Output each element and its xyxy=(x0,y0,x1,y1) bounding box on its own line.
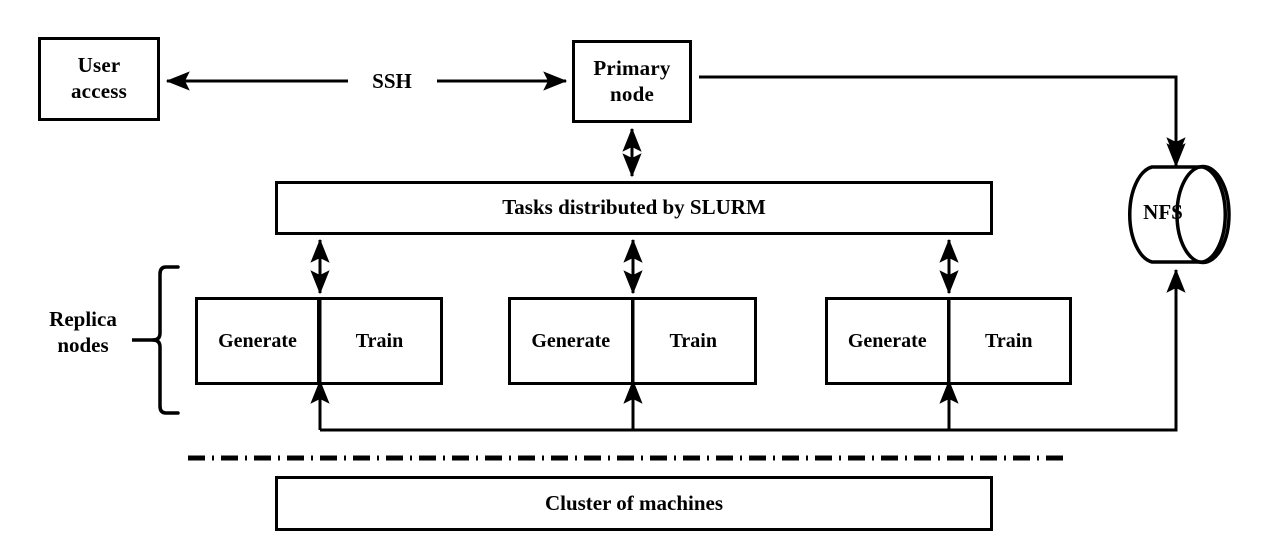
replica-2-generate-label: Generate xyxy=(531,329,611,352)
primary-node: Primary node xyxy=(572,40,692,123)
cluster-of-machines-bar: Cluster of machines xyxy=(275,476,993,531)
replica-1-generate-cell: Generate xyxy=(198,300,319,382)
replica-2-generate-cell: Generate xyxy=(511,300,633,382)
nfs-cylinder xyxy=(1127,164,1231,265)
connector-storage-bus xyxy=(320,268,1186,432)
replica-3-train-cell: Train xyxy=(949,300,1070,382)
ssh-label: SSH xyxy=(372,69,412,93)
replica-2-train-cell: Train xyxy=(633,300,755,382)
slurm-bar-label: Tasks distributed by SLURM xyxy=(502,195,766,220)
user-access-node: User access xyxy=(38,37,160,121)
connector-nfs-to-primary-node xyxy=(699,75,1186,162)
replica-3-train-label: Train xyxy=(985,329,1033,352)
cluster-bar-label: Cluster of machines xyxy=(544,490,724,515)
replica-node-1: Generate Train xyxy=(195,297,443,385)
replica-3-generate-label: Generate xyxy=(847,329,927,352)
replica-node-2: Generate Train xyxy=(508,297,757,385)
replica-nodes-brace xyxy=(132,265,180,415)
user-access-label: User access xyxy=(70,53,127,103)
slurm-task-distribution-bar: Tasks distributed by SLURM xyxy=(275,181,993,235)
replica-node-3: Generate Train xyxy=(825,297,1072,385)
replica-1-generate-label: Generate xyxy=(218,329,297,352)
replica-1-train-cell: Train xyxy=(319,300,440,382)
primary-node-label: Primary node xyxy=(593,55,671,106)
replica-2-train-label: Train xyxy=(669,329,717,352)
nfs-label: NFS xyxy=(1143,200,1183,224)
replica-1-train-label: Train xyxy=(355,329,404,352)
replica-3-generate-cell: Generate xyxy=(828,300,949,382)
replica-nodes-label: Replica nodes xyxy=(49,307,117,357)
